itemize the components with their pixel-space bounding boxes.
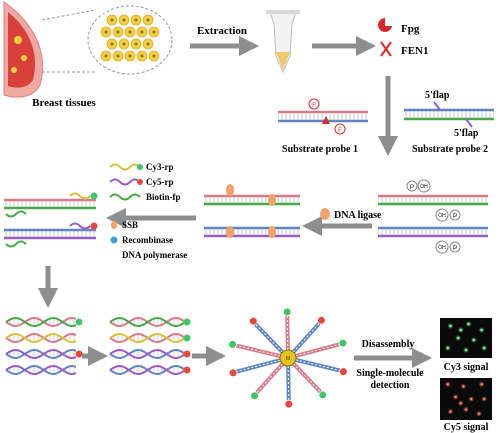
fluorophore-dot [251,392,259,400]
rpa-templates [4,192,98,248]
fluorophore-dot [75,350,83,358]
breast-tissues-label: Breast tissues [32,97,96,109]
svg-text:F: F [338,128,342,134]
ssb-label: SSB [122,220,138,230]
substrate-probe-2 [404,101,494,128]
svg-text:P: P [410,185,414,191]
dna-polymerase-label: DNA polymerase [122,250,187,260]
primer-legend [109,163,143,201]
fluorophore-dot [339,368,347,376]
substrate-probe-2-label: Substrate probe 2 [412,144,488,155]
magnetic-bead-assembly: M [229,308,347,408]
fluorophore-dot [285,400,293,408]
substrate-probe-1-label: Substrate probe 1 [282,144,358,155]
cy5-rp-label: Cy5-rp [146,177,174,187]
extraction-label: Extraction [197,25,247,37]
recombinase-label: Recombinase [122,235,173,245]
disassembly-label: Disassembly [362,339,415,350]
svg-text:M: M [286,356,290,362]
svg-text:P: P [453,246,457,252]
svg-text:OH: OH [438,245,446,251]
biotin-fp-label: Biotin-fp [146,192,181,202]
fluorophore-dot [319,391,327,399]
protein-legend [110,221,118,259]
dna-ligase-label: DNA ligase [334,210,382,221]
svg-text:F: F [312,103,316,109]
flap-label-top: 5'flap [425,90,450,101]
flap-label-bottom: 5'flap [454,128,479,139]
fluorophore-dot [183,366,191,374]
cy3-rp-label: Cy3-rp [146,162,174,172]
ligase-icon [320,208,330,220]
fluorophore-dot [75,318,83,326]
fluorophore-dot [183,350,191,358]
cy3-signal-label: Cy3 signal [444,362,489,373]
svg-text:OH: OH [438,213,446,219]
fluorophore-dot [317,316,325,324]
fluorophore-dot [229,340,237,348]
substrate-probe-1: F F [278,98,368,135]
cy5-signal-label: Cy5 signal [444,422,489,433]
ligated-duplexes [204,184,300,238]
fpg-enzyme-icon [378,18,392,32]
single-molecule-label-1: Single-molecule [356,368,424,379]
magnetic-bead-icon [279,349,297,367]
tube-icon [266,10,300,74]
svg-text:P: P [453,214,457,220]
fluorophore-dot [339,339,347,347]
amplicons-set-1 [5,316,83,376]
fluorophore-dot [249,317,257,325]
single-molecule-label-2: detection [371,380,410,391]
fen1-scissors-icon [380,41,392,57]
svg-text:OH: OH [420,184,428,190]
amplicons-set-2 [109,316,191,376]
fluorophore-dot [229,369,237,377]
breast-tissue-illustration [3,1,173,98]
fluorophore-dot [183,318,191,326]
cleaved-probes: P OH OH P OH P [378,179,488,254]
fluorophore-dot [283,308,291,316]
fen1-label: FEN1 [401,45,429,57]
fluorophore-dot [183,334,191,342]
tissue-zoom-circle [87,5,173,75]
fpg-label: Fpg [401,23,420,35]
